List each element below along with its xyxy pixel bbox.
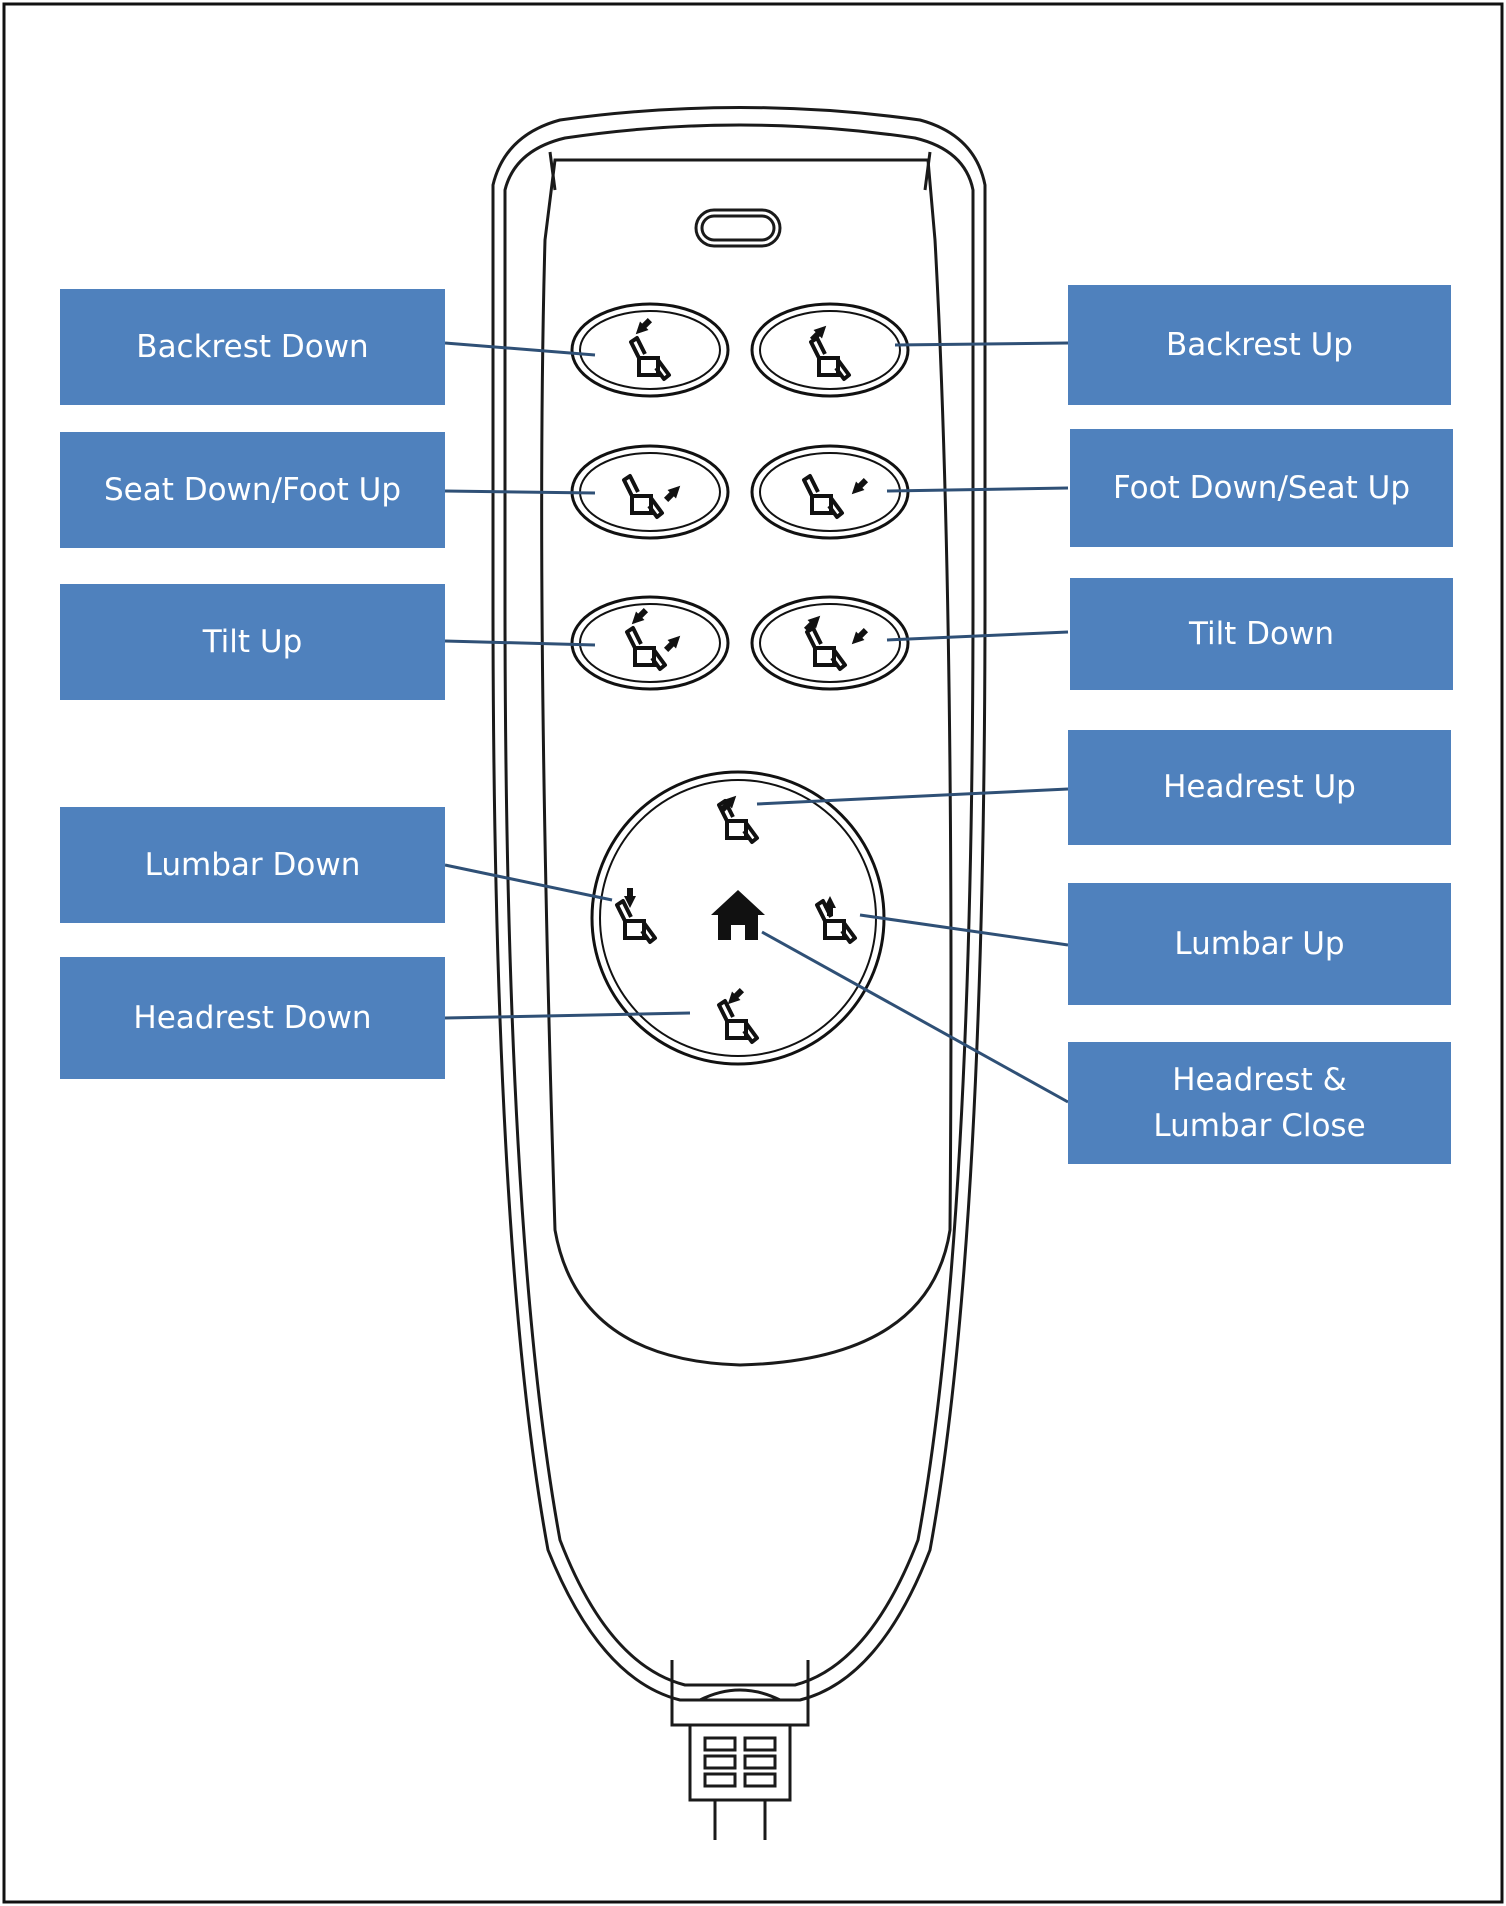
button-backrest-up[interactable]	[750, 302, 910, 398]
label-tilt-up-text: Tilt Up	[202, 623, 303, 660]
label-lumbar-up-text: Lumbar Up	[1174, 925, 1345, 962]
button-headrest-up[interactable]	[717, 791, 759, 844]
label-seat-down-foot-up-text: Seat Down/Foot Up	[103, 471, 402, 508]
label-backrest-up: Backrest Up	[1068, 285, 1451, 405]
label-tilt-down-text: Tilt Down	[1188, 615, 1335, 652]
label-backrest-down: Backrest Down	[60, 289, 445, 405]
label-backrest-down-text: Backrest Down	[136, 328, 369, 365]
label-foot-down-seat-up: Foot Down/Seat Up	[1070, 429, 1453, 547]
home-icon[interactable]	[711, 890, 765, 940]
label-tilt-up: Tilt Up	[60, 584, 445, 700]
button-backrest-down[interactable]	[570, 302, 730, 398]
button-headrest-down[interactable]	[717, 985, 759, 1044]
label-foot-down-seat-up-text: Foot Down/Seat Up	[1112, 469, 1411, 506]
label-lumbar-down: Lumbar Down	[60, 807, 445, 923]
label-headrest-up-text: Headrest Up	[1163, 769, 1356, 806]
label-tilt-down: Tilt Down	[1070, 578, 1453, 690]
label-seat-down-foot-up: Seat Down/Foot Up	[60, 432, 445, 548]
button-lumbar-up[interactable]	[815, 896, 857, 944]
button-foot-down-seat-up[interactable]	[750, 444, 910, 540]
button-tilt-down[interactable]	[750, 595, 910, 691]
remote-body	[491, 106, 987, 1840]
button-tilt-up[interactable]	[570, 595, 730, 691]
label-headrest-down-text: Headrest Down	[133, 999, 372, 1036]
label-backrest-up-text: Backrest Up	[1166, 326, 1353, 363]
leader-lines	[444, 341, 1069, 1104]
label-headrest-up: Headrest Up	[1068, 730, 1451, 845]
label-headrest-lumbar-close: Headrest & Lumbar Close	[1068, 1042, 1451, 1164]
button-lumbar-down[interactable]	[615, 888, 657, 944]
label-lumbar-down-text: Lumbar Down	[144, 846, 361, 883]
label-headrest-lumbar-close-text: Headrest & Lumbar Close	[1153, 1061, 1366, 1145]
label-lumbar-up: Lumbar Up	[1068, 883, 1451, 1005]
label-headrest-down: Headrest Down	[60, 957, 445, 1079]
button-seat-down-foot-up[interactable]	[570, 444, 730, 540]
